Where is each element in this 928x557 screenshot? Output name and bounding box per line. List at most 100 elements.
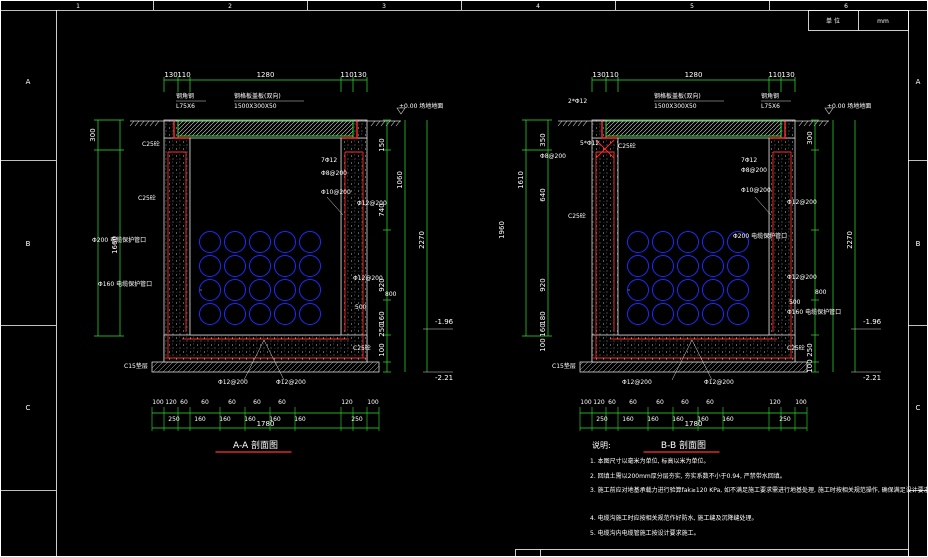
ground-hatch (370, 120, 376, 127)
callout-13: Φ160 电缆保护管口 (787, 308, 841, 316)
callout-5: Φ12@200 (357, 200, 387, 207)
callout-13: Φ12@200 (218, 379, 248, 386)
right-dim-3: 100 (806, 359, 814, 372)
cable-pipe (199, 231, 221, 253)
left-dim-7: 100 (539, 338, 547, 351)
ground-hatch (818, 120, 824, 127)
callout-7: Φ10@200 (741, 187, 771, 194)
col-label-1: 1 (76, 3, 80, 10)
bottom-dim2-6: 250 (351, 416, 363, 423)
cover-label: 钢格板盖板(双向) (654, 92, 701, 100)
bottom-dim2-3: 160 (672, 416, 684, 423)
cable-pipe (627, 255, 649, 277)
callout-6: Φ200 电缆保护管口 (92, 236, 146, 244)
callout-14: C25砼 (787, 344, 805, 352)
note-item-4: 5. 电缆沟内电缆管施工按设计要求施工。 (590, 529, 700, 537)
left-dim-0: 300 (89, 128, 97, 141)
top-dim-1: 110 (177, 71, 190, 79)
ground-hatch (813, 120, 819, 127)
left-dim-5: 180 (539, 311, 547, 324)
callout-10: Φ12@200 (787, 274, 817, 281)
ground-hatch (572, 120, 578, 127)
bottom-dim1-4: 60 (656, 399, 664, 406)
leader-line (326, 196, 344, 216)
left-cap (591, 119, 607, 139)
top-dim-0: 130 (164, 71, 177, 79)
callout-0: C25砼 (142, 140, 160, 148)
angle-steel-size: L75X6 (761, 103, 780, 110)
leader-line (671, 339, 693, 381)
ground-hatch (385, 120, 391, 127)
note-item-3: 4. 电缆沟施工时应按相关规范作好防水, 施工缝及沉降缝处理。 (590, 514, 757, 522)
bottom-dim2-3: 160 (244, 416, 256, 423)
titleblock-unit-value: mm (877, 18, 889, 25)
ground-hatch (562, 120, 568, 127)
cable-pipe (652, 255, 674, 277)
ground-hatch (129, 120, 135, 127)
ground-hatch (375, 120, 381, 127)
row-label-B: B (26, 240, 31, 248)
bottom-dim-total: 1780 (685, 420, 703, 428)
elevation-bottom-outer: -2.21 (435, 374, 453, 382)
cable-pipe (677, 279, 699, 301)
elevation-marker (396, 107, 406, 115)
col-label-6: 6 (844, 3, 848, 10)
bottom-dim1-1: 120 (165, 399, 177, 406)
bottom-dim1-2: 60 (608, 399, 616, 406)
left-dim-1: 1660 (111, 236, 119, 254)
cable-pipe (727, 303, 749, 325)
cable-pipe (677, 303, 699, 325)
ground-hatch (134, 120, 140, 127)
channel-interior (617, 137, 770, 336)
cable-pipe (299, 231, 321, 253)
callout-2: 7Φ12 (321, 157, 337, 164)
ground-hatch (390, 120, 396, 127)
right-dim-2: 250 (806, 343, 814, 356)
cable-pipe (702, 279, 724, 301)
top-dim-2: 1280 (685, 71, 703, 79)
top-dim-0: 130 (592, 71, 605, 79)
right-dim-4: 920 (378, 278, 386, 291)
bottom-dim1-8: 100 (367, 399, 379, 406)
c15-bedding (579, 361, 808, 373)
callout-16: Φ12@200 (622, 379, 652, 386)
ground-elevation: ±0.00 场地地面 (827, 102, 871, 110)
bottom-dim1-5: 60 (253, 399, 261, 406)
angle-steel-right (341, 120, 358, 139)
left-dim-4: 920 (539, 278, 547, 291)
bottom-dim-total: 1780 (257, 420, 275, 428)
elevation-bottom-inner: -1.96 (435, 318, 454, 326)
right-cap (352, 119, 368, 139)
right-dim-1: 1060 (396, 171, 404, 189)
angle-steel-right (769, 120, 786, 139)
angle-steel-size: L75X6 (176, 103, 195, 110)
bottom-dim2-4: 160 (269, 416, 281, 423)
titleblock-unit-label: 单 位 (826, 17, 840, 25)
cable-pipe (627, 279, 649, 301)
cable-pipe (249, 303, 271, 325)
angle-steel-label: 钢角钢 (761, 92, 779, 100)
cable-pipe (702, 255, 724, 277)
ground-hatch (798, 120, 804, 127)
bottom-dim1-1: 120 (593, 399, 605, 406)
top-dim-4: 130 (353, 71, 366, 79)
cable-pipe (652, 279, 674, 301)
ground-hatch (144, 120, 150, 127)
notes-block: 说明:1. 本图尺寸以毫米为单位, 标高以米为单位。2. 回填土需以200mm厚… (590, 440, 928, 537)
cable-pipe (224, 303, 246, 325)
bottom-dim2-0: 250 (596, 416, 608, 423)
col-label-4: 4 (536, 3, 540, 10)
row-label-A: A (26, 78, 31, 86)
callout-8: Φ12@200 (353, 275, 383, 282)
callout-4: Φ10@200 (321, 189, 351, 196)
col-label-2: 2 (228, 3, 232, 10)
cable-pipe (652, 303, 674, 325)
callout-10: 800 (385, 291, 397, 298)
leader-line (243, 339, 265, 381)
cable-pipe (199, 255, 221, 277)
cable-pipe (702, 303, 724, 325)
ground-hatch (380, 120, 386, 127)
row-label-right-B: B (916, 240, 921, 248)
elevation-bottom-inner: -1.96 (863, 318, 882, 326)
